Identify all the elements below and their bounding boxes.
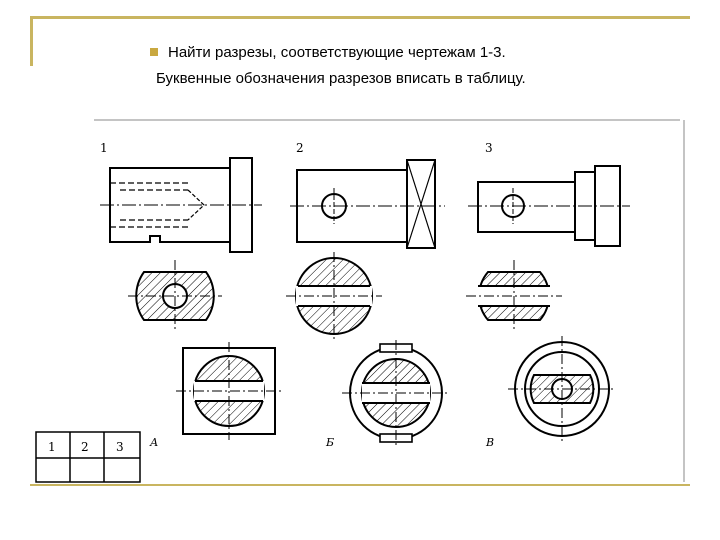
section-option-b — [342, 340, 450, 446]
answer-cell-2[interactable] — [71, 459, 103, 481]
task-line-2: Буквенные обозначения разрезов вписать в… — [156, 70, 526, 87]
part-view-2 — [290, 159, 445, 249]
drawing-number-3: 3 — [485, 141, 493, 155]
answer-table — [35, 431, 141, 483]
task-text-1: Найти разрезы, соответствующие чертежам … — [168, 44, 506, 61]
section-option-v — [508, 336, 616, 442]
section-option-a — [176, 342, 282, 440]
part-view-3 — [468, 165, 630, 247]
section-letter-b: Б — [325, 436, 334, 449]
drawing-number-1: 1 — [100, 141, 108, 155]
section-letter-a: А — [149, 436, 158, 449]
drawing-number-2: 2 — [296, 141, 304, 155]
table-header-2: 2 — [81, 440, 89, 454]
slide-frame-top — [30, 16, 690, 19]
table-header-1: 1 — [48, 440, 56, 454]
part-view-1 — [100, 157, 262, 253]
task-line-1: Найти разрезы, соответствующие чертежам … — [150, 44, 610, 61]
section-3 — [466, 260, 562, 332]
answer-cell-1[interactable] — [37, 459, 69, 481]
section-letter-v: В — [485, 436, 494, 449]
bullet-icon — [150, 48, 158, 56]
section-1 — [128, 260, 222, 332]
slide-frame-bottom — [30, 484, 690, 486]
table-header-3: 3 — [116, 440, 124, 454]
answer-cell-3[interactable] — [105, 459, 139, 481]
slide-frame-left — [30, 16, 33, 66]
section-2 — [286, 252, 382, 340]
